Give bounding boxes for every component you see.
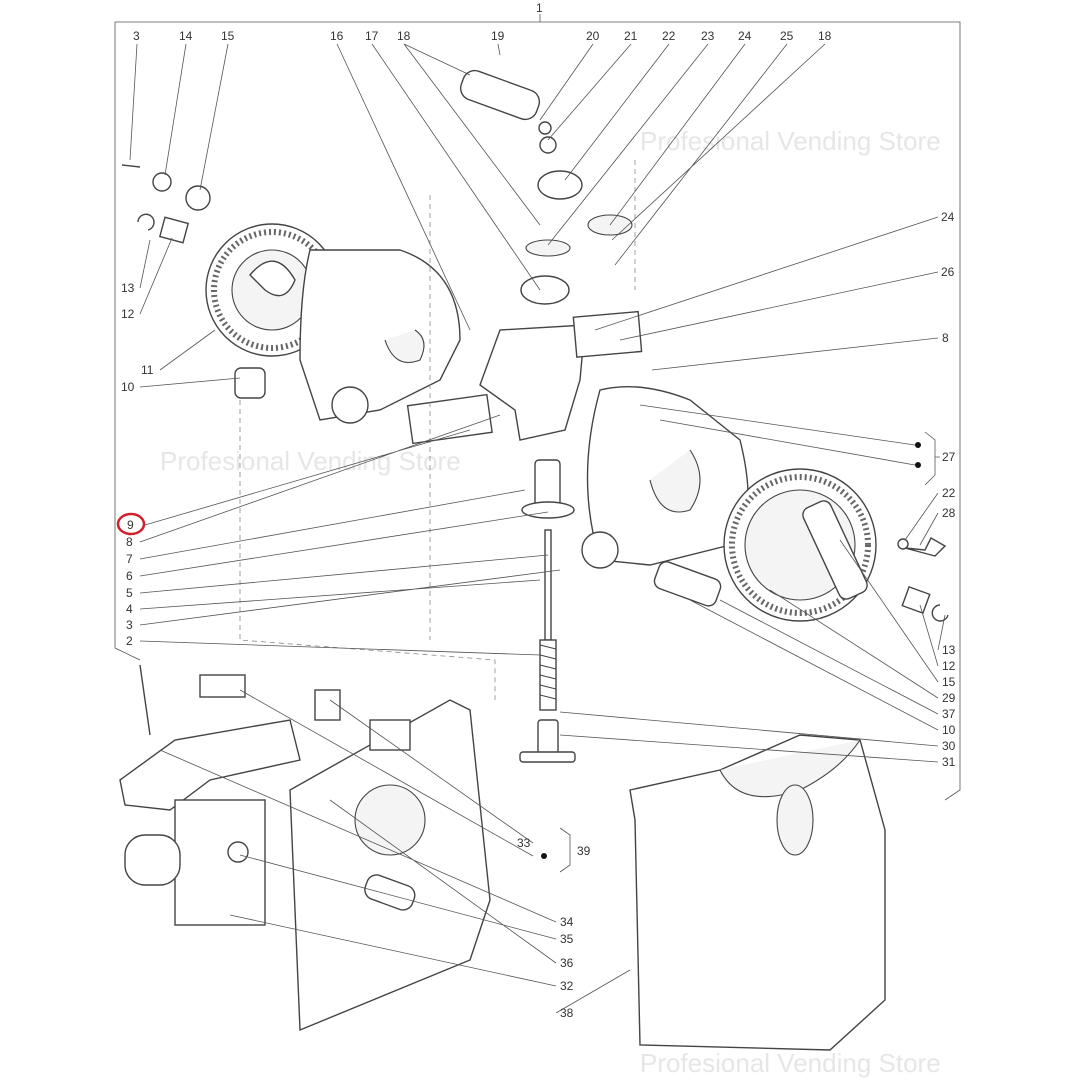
- label-top: 23: [701, 29, 715, 43]
- label-top: 21: [624, 29, 638, 43]
- container-tank: [629, 734, 886, 1051]
- label-top: 15: [221, 29, 235, 43]
- label-right: 8: [942, 331, 949, 345]
- highlight-circle: [116, 512, 146, 536]
- label-left: 12: [121, 307, 135, 321]
- label-right: 28: [942, 506, 956, 520]
- spring: [539, 639, 557, 711]
- assembly-frame: [114, 14, 961, 801]
- label-top: 14: [179, 29, 193, 43]
- leader-lines: [129, 43, 946, 1014]
- label-top: 3: [133, 29, 140, 43]
- pinion-right: [653, 561, 722, 607]
- label-top: 17: [365, 29, 379, 43]
- label-right: 31: [942, 755, 956, 769]
- nozzle: [459, 69, 541, 121]
- label-left: 10: [121, 380, 135, 394]
- label-right: 27: [942, 450, 956, 464]
- mounting-plate: [289, 699, 491, 1032]
- center-block: [479, 324, 586, 441]
- bottom-bracket: [119, 719, 301, 811]
- label-top: 25: [780, 29, 794, 43]
- label-bottom: 35: [560, 932, 574, 946]
- connector: [199, 674, 246, 698]
- label-top: 19: [491, 29, 505, 43]
- label-right: 12: [942, 659, 956, 673]
- label-top: 18: [397, 29, 411, 43]
- part-labels: 1 3 14 15 16 17 18 19 20 21 22 23 24 25 …: [116, 1, 956, 1020]
- label-bottom: 34: [560, 915, 574, 929]
- label-right: 29: [942, 691, 956, 705]
- label-left: 11: [141, 363, 154, 377]
- watermark: Profesional Vending Store: [160, 446, 461, 476]
- label-top: 16: [330, 29, 344, 43]
- label-right: 30: [942, 739, 956, 753]
- label-right: 15: [942, 675, 956, 689]
- label-left: 5: [126, 586, 133, 600]
- label-top: 20: [586, 29, 600, 43]
- label-1: 1: [536, 1, 543, 15]
- watermark: Profesional Vending Store: [640, 1048, 941, 1078]
- label-right: 10: [942, 723, 956, 737]
- label-left: 3: [126, 618, 133, 632]
- label-left: 2: [126, 634, 133, 648]
- label-left: 6: [126, 569, 133, 583]
- label-bottom: 39: [577, 844, 591, 858]
- label-right: 37: [942, 707, 956, 721]
- label-left: 8: [126, 535, 133, 549]
- label-left-highlighted: 9: [127, 518, 134, 532]
- watermark: Profesional Vending Store: [640, 126, 941, 156]
- crank-arm: [802, 500, 868, 600]
- label-right: 22: [942, 486, 956, 500]
- label-right: 13: [942, 643, 956, 657]
- label-bottom: 38: [560, 1006, 574, 1020]
- label-bottom: 33: [517, 836, 531, 850]
- label-bottom: 36: [560, 956, 574, 970]
- label-left: 13: [121, 281, 135, 295]
- label-top: 22: [662, 29, 676, 43]
- parts: [119, 69, 949, 1051]
- label-top: 18: [818, 29, 832, 43]
- pinion-left: [234, 367, 266, 399]
- left-housing: [299, 249, 461, 421]
- motor-board: [174, 799, 266, 926]
- label-bottom: 32: [560, 979, 574, 993]
- watermark-layer: Profesional Vending Store Profesional Ve…: [160, 126, 941, 1078]
- label-left: 7: [126, 552, 133, 566]
- motor: [124, 834, 181, 886]
- label-left: 4: [126, 602, 133, 616]
- label-right: 26: [941, 265, 955, 279]
- label-top: 24: [738, 29, 752, 43]
- label-right: 24: [941, 210, 955, 224]
